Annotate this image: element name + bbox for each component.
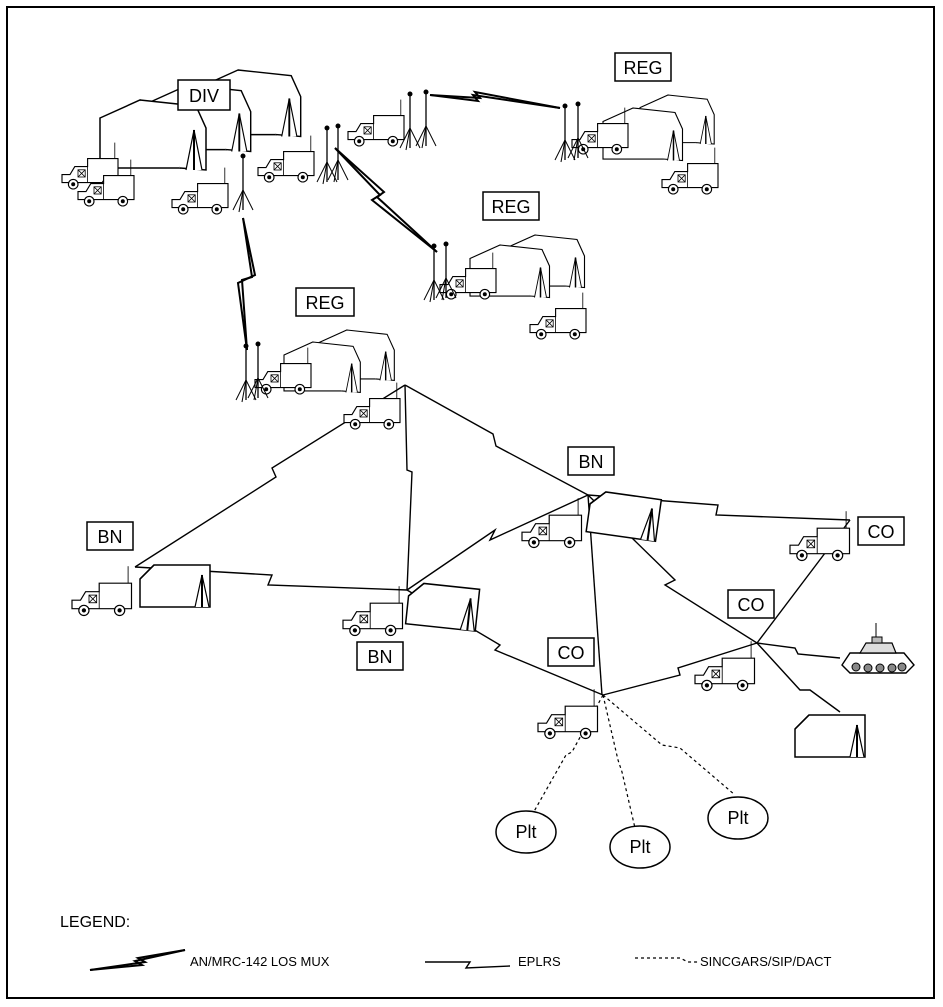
- link-reg-bn-left: [134, 384, 406, 568]
- link-comid-cobottom: [602, 642, 758, 696]
- bn-right-label: BN: [567, 446, 615, 476]
- bn-center-node: [342, 581, 481, 637]
- co-right-label: CO: [857, 516, 905, 546]
- legend-los-mux: AN/MRC-142 LOS MUX: [89, 949, 330, 971]
- link-co-plt3: [602, 694, 736, 796]
- svg-text:Plt: Plt: [629, 837, 650, 857]
- reg-mid-label: REG: [482, 191, 540, 221]
- co-mid-node: [694, 640, 756, 692]
- bn-left-label: BN: [86, 521, 134, 551]
- los-mux-links: [236, 90, 561, 351]
- svg-text:DIV: DIV: [189, 86, 219, 106]
- link-reg-bn-center: [404, 384, 413, 591]
- svg-text:BN: BN: [367, 647, 392, 667]
- reg-mid-cluster: [423, 234, 587, 340]
- legend-eplrs: EPLRS: [425, 954, 561, 969]
- legend-title: LEGEND:: [60, 914, 130, 931]
- co-bottom-label: CO: [547, 637, 595, 667]
- link-comid-tent: [756, 642, 841, 713]
- co-bottom-node: [537, 688, 599, 740]
- reg-left-cluster: [235, 329, 401, 430]
- svg-text:REG: REG: [623, 58, 662, 78]
- link-bncenter-bnright: [406, 494, 589, 591]
- svg-text:CO: CO: [558, 643, 585, 663]
- bn-left-node: [71, 564, 211, 617]
- node-labels: DIV REG REG REG BN BN BN CO: [86, 52, 905, 671]
- svg-text:Plt: Plt: [727, 808, 748, 828]
- div-label: DIV: [177, 79, 231, 111]
- plt-3: Plt: [707, 796, 769, 840]
- svg-text:SINCGARS/SIP/DACT: SINCGARS/SIP/DACT: [700, 954, 832, 969]
- link-div-reg-mid: [334, 147, 438, 253]
- svg-text:BN: BN: [578, 452, 603, 472]
- platoon-nodes: Plt Plt Plt: [495, 796, 769, 869]
- bn-center-label: BN: [356, 641, 404, 671]
- svg-text:EPLRS: EPLRS: [518, 954, 561, 969]
- reg-left-label: REG: [295, 287, 355, 317]
- legend: LEGEND: AN/MRC-142 LOS MUX EPLRS SINCGAR…: [60, 914, 832, 971]
- standalone-tent: [794, 714, 866, 758]
- plt-2: Plt: [609, 825, 671, 869]
- svg-text:Plt: Plt: [515, 822, 536, 842]
- svg-text:REG: REG: [305, 293, 344, 313]
- plt-1: Plt: [495, 810, 557, 854]
- link-reg-bn-right: [404, 384, 589, 496]
- svg-text:REG: REG: [491, 197, 530, 217]
- svg-text:BN: BN: [97, 527, 122, 547]
- reg-top-label: REG: [614, 52, 672, 82]
- legend-eplrs-symbol: [425, 961, 511, 969]
- link-comid-tank: [756, 642, 841, 659]
- svg-text:CO: CO: [868, 522, 895, 542]
- svg-text:AN/MRC-142 LOS MUX: AN/MRC-142 LOS MUX: [190, 954, 330, 969]
- legend-sincgars-symbol: [635, 957, 700, 963]
- reg-top-cluster: [554, 94, 719, 195]
- tank-icon: [841, 623, 915, 674]
- svg-text:CO: CO: [738, 595, 765, 615]
- link-co-plt2: [602, 694, 636, 829]
- legend-sincgars: SINCGARS/SIP/DACT: [635, 954, 832, 969]
- diagram-frame: [6, 6, 935, 999]
- co-mid-label: CO: [727, 589, 775, 619]
